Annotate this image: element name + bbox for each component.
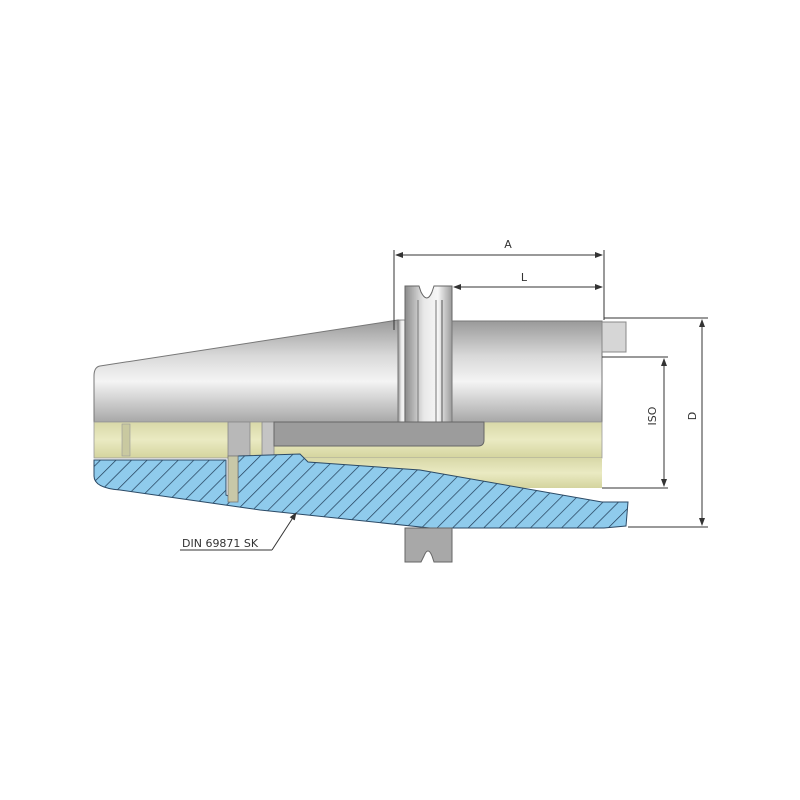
callout-din-69871: DIN 69871 SK [180,512,297,551]
drawbar-rod [273,421,485,447]
dimension-L: L [453,271,603,290]
drive-key [601,321,627,353]
dimension-A-label: A [504,238,512,251]
taper-shank [93,319,399,423]
dimension-D-label: D [686,412,699,420]
dimension-ISO: ISO [602,356,668,489]
flange-lower-section [404,527,453,563]
dimension-ISO-label: ISO [646,406,659,425]
dimension-L-label: L [521,271,528,284]
dimension-D: D [604,317,708,528]
flange-collar [397,285,453,423]
section-hatched [93,453,629,529]
dimension-A: A [393,238,605,330]
holder-body [451,320,603,423]
callout-label: DIN 69871 SK [182,537,259,550]
